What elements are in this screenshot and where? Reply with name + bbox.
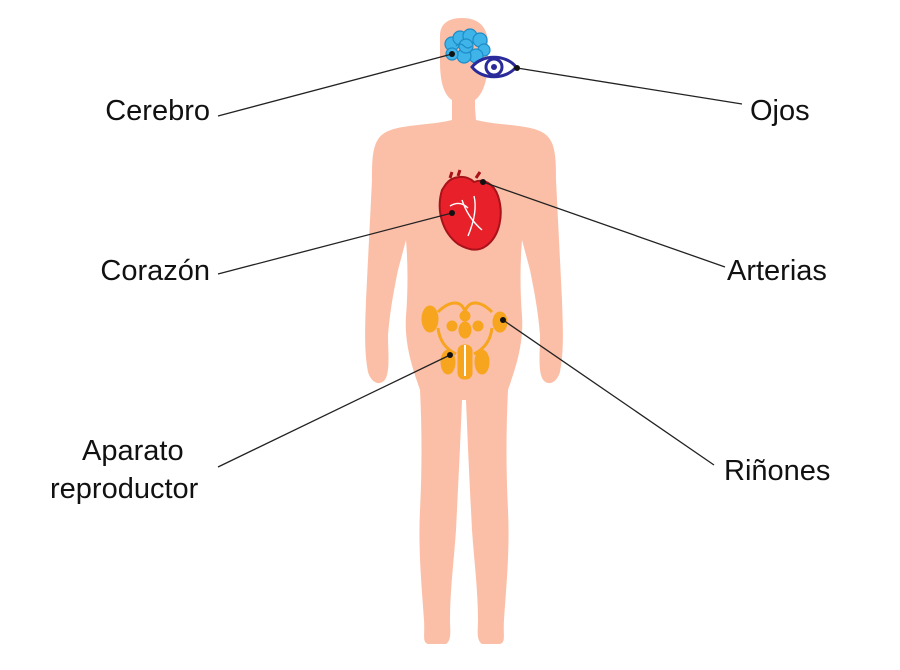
leader-line-aparato [217, 354, 451, 468]
label-aparato-reproductor: Aparato reproductor [50, 432, 210, 508]
label-rinones: Riñones [724, 455, 831, 487]
leader-line-cerebro [217, 53, 453, 117]
dot-aparato [447, 352, 453, 358]
label-aparato-line2: reproductor [50, 473, 199, 505]
dot-ojos [514, 65, 520, 71]
label-ojos: Ojos [750, 95, 810, 127]
leader-line-arterias [482, 181, 726, 268]
leader-lines [217, 53, 743, 468]
leader-line-corazon [217, 212, 453, 275]
label-cerebro: Cerebro [105, 95, 210, 127]
label-corazon: Corazón [100, 255, 210, 287]
brain-icon [444, 28, 491, 64]
leader-line-rinones [502, 319, 715, 466]
label-arterias: Arterias [727, 255, 827, 287]
dot-rinones [500, 317, 506, 323]
leader-line-ojos [516, 67, 743, 105]
label-aparato-line1: Aparato [82, 435, 184, 467]
leader-dots [447, 51, 520, 358]
eye-icon [470, 55, 518, 79]
dot-arterias [480, 179, 486, 185]
heart-icon [438, 169, 502, 251]
dot-corazon [449, 210, 455, 216]
dot-cerebro [449, 51, 455, 57]
